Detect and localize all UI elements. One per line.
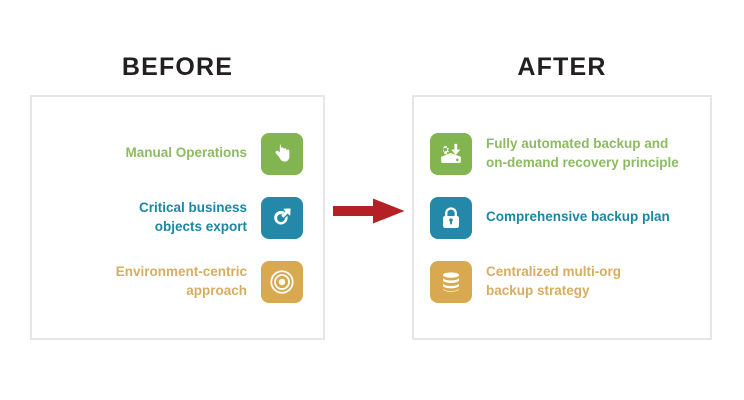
before-item-list: Manual Operations Critical business obje… — [32, 97, 323, 338]
automated-backup-download-icon — [430, 132, 472, 175]
before-item-label-1: Manual Operations — [125, 145, 247, 161]
list-item[interactable]: Fully automated backup and on-demand rec… — [430, 132, 700, 175]
list-item[interactable]: Comprehensive backup plan — [430, 196, 700, 239]
before-item-label-3: Environment-centric approach — [115, 264, 247, 298]
hand-pointer-icon — [261, 132, 303, 175]
list-item[interactable]: Manual Operations — [42, 132, 303, 175]
after-item-label-1: Fully automated backup and on-demand rec… — [486, 136, 679, 170]
after-item-list: Fully automated backup and on-demand rec… — [414, 97, 710, 338]
list-item[interactable]: Critical business objects export — [42, 196, 303, 239]
transition-arrow-right-icon — [333, 198, 405, 224]
after-panel: Fully automated backup and on-demand rec… — [412, 95, 712, 340]
before-item-label-2: Critical business objects export — [138, 200, 247, 234]
padlock-icon — [430, 196, 472, 239]
after-heading: AFTER — [517, 53, 607, 81]
before-heading: BEFORE — [121, 53, 234, 81]
target-rings-icon — [261, 260, 303, 303]
after-item-label-3: Centralized multi-org backup strategy — [486, 264, 622, 298]
before-panel: Manual Operations Critical business obje… — [30, 95, 325, 340]
database-stack-icon — [430, 260, 472, 303]
after-item-label-2: Comprehensive backup plan — [486, 209, 670, 225]
export-arrow-circle-icon — [261, 196, 303, 239]
list-item[interactable]: Centralized multi-org backup strategy — [430, 260, 700, 303]
list-item[interactable]: Environment-centric approach — [42, 260, 303, 303]
